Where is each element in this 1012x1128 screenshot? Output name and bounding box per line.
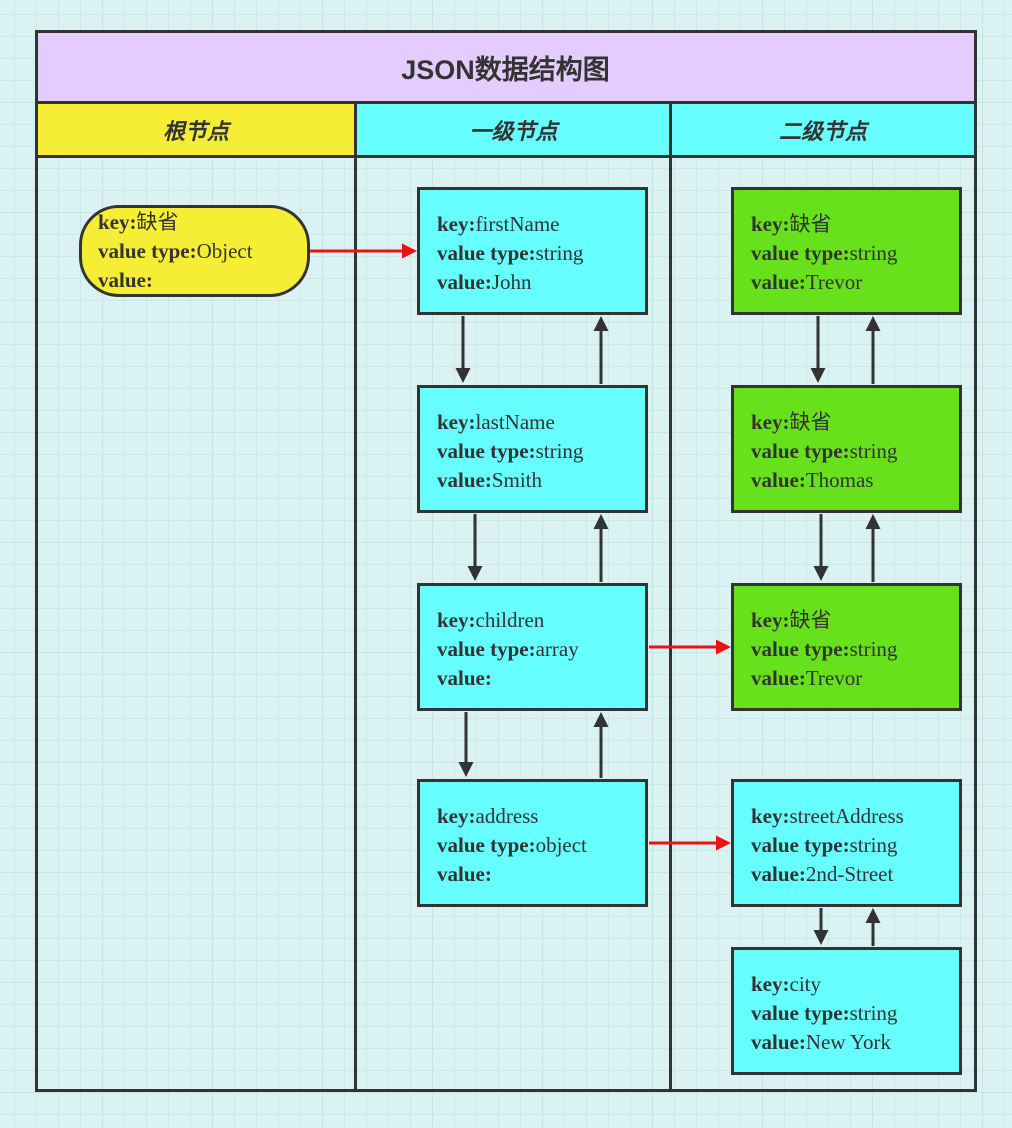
node-value-type: string <box>849 1001 898 1025</box>
key-label: key: <box>437 608 476 632</box>
node-value: Trevor <box>805 666 863 690</box>
node-value: Trevor <box>805 270 863 294</box>
level1-node-children: key:children value type:array value: <box>417 583 648 711</box>
header-divider <box>35 155 977 158</box>
value-type-label: value type: <box>751 1001 850 1025</box>
value-label: value: <box>751 862 806 886</box>
value-type-label: value type: <box>98 238 197 263</box>
level2-node-street-address: key:streetAddress value type:string valu… <box>731 779 962 907</box>
value-label: value: <box>437 270 492 294</box>
diagram-title: JSON数据结构图 <box>36 31 975 103</box>
lane-divider-1 <box>354 101 357 1092</box>
value-label: value: <box>751 666 806 690</box>
node-value: New York <box>805 1030 892 1054</box>
lane-header-root: 根节点 <box>36 103 356 157</box>
level2-node-child-2: key:缺省 value type:string value:Thomas <box>731 385 962 513</box>
level2-node-child-3: key:缺省 value type:string value:Trevor <box>731 583 962 711</box>
node-key: address <box>475 804 539 828</box>
node-value-type: string <box>849 439 898 463</box>
node-key: firstName <box>475 212 560 236</box>
value-type-label: value type: <box>751 439 850 463</box>
value-label: value: <box>437 468 492 492</box>
value-type-label: value type: <box>437 833 536 857</box>
value-type-label: value type: <box>437 637 536 661</box>
value-type-label: value type: <box>751 241 850 265</box>
value-type-label: value type: <box>437 241 536 265</box>
node-key: 缺省 <box>136 209 179 234</box>
value-type-label: value type: <box>751 637 850 661</box>
key-label: key: <box>98 209 137 234</box>
key-label: key: <box>437 212 476 236</box>
node-value: 2nd-Street <box>805 862 894 886</box>
value-label: value: <box>751 1030 806 1054</box>
key-label: key: <box>751 804 790 828</box>
node-key: lastName <box>475 410 555 434</box>
lane-header-level2: 二级节点 <box>671 103 975 157</box>
node-value-type: string <box>849 637 898 661</box>
key-label: key: <box>437 804 476 828</box>
level1-node-address: key:address value type:object value: <box>417 779 648 907</box>
value-type-label: value type: <box>437 439 536 463</box>
node-value-type: string <box>849 241 898 265</box>
level1-node-lastname: key:lastName value type:string value:Smi… <box>417 385 648 513</box>
level2-node-city: key:city value type:string value:New Yor… <box>731 947 962 1075</box>
value-label: value: <box>98 267 153 292</box>
node-value-type: string <box>535 241 584 265</box>
node-value-type: object <box>535 833 587 857</box>
node-value-type: Object <box>196 238 253 263</box>
key-label: key: <box>751 608 790 632</box>
value-type-label: value type: <box>751 833 850 857</box>
value-label: value: <box>437 666 492 690</box>
key-label: key: <box>751 972 790 996</box>
lane-divider-2 <box>669 101 672 1092</box>
level1-node-firstname: key:firstName value type:string value:Jo… <box>417 187 648 315</box>
level2-node-child-1: key:缺省 value type:string value:Trevor <box>731 187 962 315</box>
title-divider <box>35 101 977 104</box>
root-node: key:缺省 value type:Object value: <box>79 205 310 297</box>
node-value-type: string <box>849 833 898 857</box>
node-key: 缺省 <box>789 410 832 434</box>
node-key: children <box>475 608 545 632</box>
key-label: key: <box>751 212 790 236</box>
node-value-type: string <box>535 439 584 463</box>
node-key: 缺省 <box>789 212 832 236</box>
value-label: value: <box>751 270 806 294</box>
node-key: 缺省 <box>789 608 832 632</box>
node-value-type: array <box>535 637 579 661</box>
node-value: Thomas <box>805 468 874 492</box>
node-value: Smith <box>491 468 543 492</box>
node-value: John <box>491 270 532 294</box>
node-key: streetAddress <box>789 804 904 828</box>
key-label: key: <box>751 410 790 434</box>
key-label: key: <box>437 410 476 434</box>
lane-header-level1: 一级节点 <box>356 103 671 157</box>
node-key: city <box>789 972 822 996</box>
value-label: value: <box>437 862 492 886</box>
value-label: value: <box>751 468 806 492</box>
